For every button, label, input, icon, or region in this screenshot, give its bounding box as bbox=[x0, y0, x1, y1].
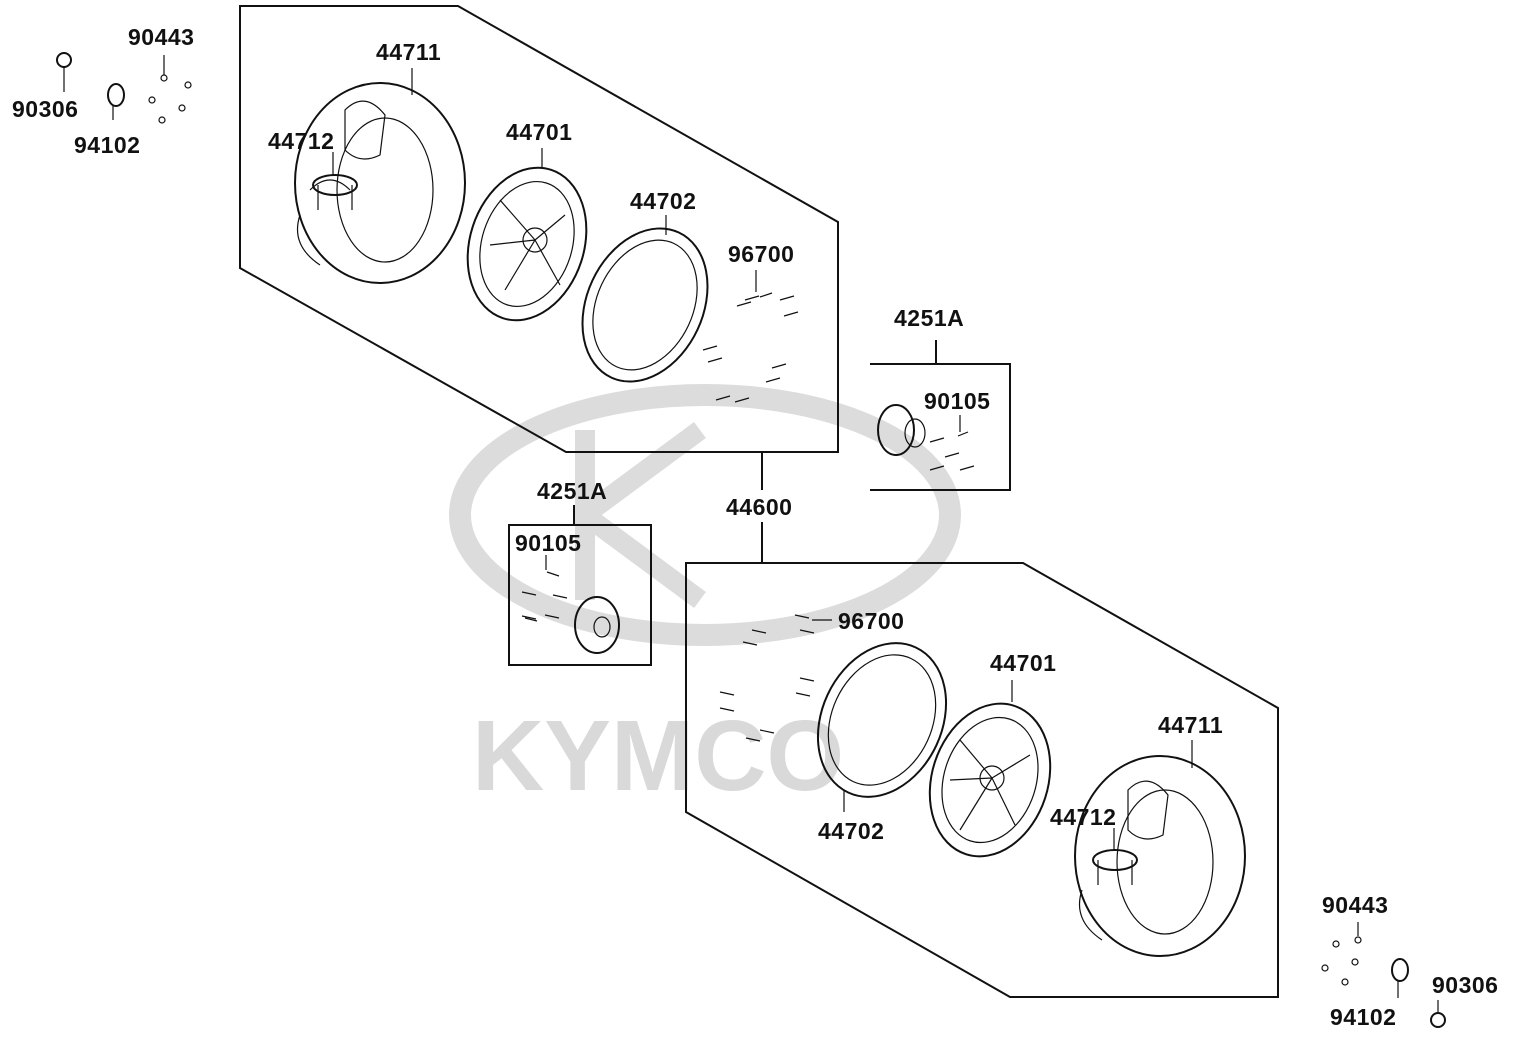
label-nut-top-left: 90306 bbox=[12, 96, 79, 122]
label-wheel-set: 44600 bbox=[726, 494, 793, 520]
hub-left-drawing bbox=[521, 571, 620, 654]
label-upper-rim: 44701 bbox=[506, 119, 573, 145]
label-lower-tire: 44711 bbox=[1158, 712, 1224, 738]
label-hub-right: 4251A bbox=[894, 305, 965, 331]
watermark-text: KYMCO bbox=[472, 700, 844, 812]
label-lower-bolts: 96700 bbox=[838, 608, 905, 634]
lower-rim-band-drawing bbox=[816, 642, 948, 798]
hardware-bottom-right-drawing bbox=[1321, 922, 1446, 1028]
label-hub-left: 4251A bbox=[537, 478, 608, 504]
upper-bolts-drawing bbox=[702, 292, 799, 403]
label-cap-top-left: 90443 bbox=[128, 24, 195, 50]
lower-rim-drawing bbox=[928, 702, 1052, 858]
upper-assembly-frame bbox=[239, 5, 839, 453]
kymco-watermark-logo: KYMCO bbox=[449, 384, 961, 812]
label-upper-tire: 44711 bbox=[376, 39, 442, 65]
label-lower-tube-valve: 44712 bbox=[1050, 804, 1117, 830]
upper-rim-drawing bbox=[466, 166, 588, 322]
lower-bolts-drawing bbox=[719, 614, 815, 742]
label-cap-bottom-right: 90443 bbox=[1322, 892, 1389, 918]
label-lower-rim: 44701 bbox=[990, 650, 1057, 676]
hardware-top-left-drawing bbox=[56, 52, 192, 124]
hub-right-drawing bbox=[877, 404, 975, 471]
upper-tire-drawing bbox=[294, 82, 466, 284]
upper-rim-band-drawing bbox=[581, 227, 709, 383]
lower-tire-drawing bbox=[1074, 755, 1246, 957]
label-washer-top-left: 94102 bbox=[74, 132, 141, 158]
label-hub-left-studs: 90105 bbox=[515, 530, 582, 556]
label-hub-right-studs: 90105 bbox=[924, 388, 991, 414]
label-nut-bottom-right: 90306 bbox=[1432, 972, 1499, 998]
label-upper-rim-band: 44702 bbox=[630, 188, 697, 214]
lower-assembly-frame bbox=[685, 562, 1279, 998]
hub-left-frame bbox=[508, 524, 652, 666]
label-upper-bolts: 96700 bbox=[728, 241, 795, 267]
label-upper-tube-valve: 44712 bbox=[268, 128, 335, 154]
label-lower-rim-band: 44702 bbox=[818, 818, 885, 844]
hub-right-frame bbox=[870, 363, 1011, 491]
label-washer-bottom-right: 94102 bbox=[1330, 1004, 1397, 1030]
